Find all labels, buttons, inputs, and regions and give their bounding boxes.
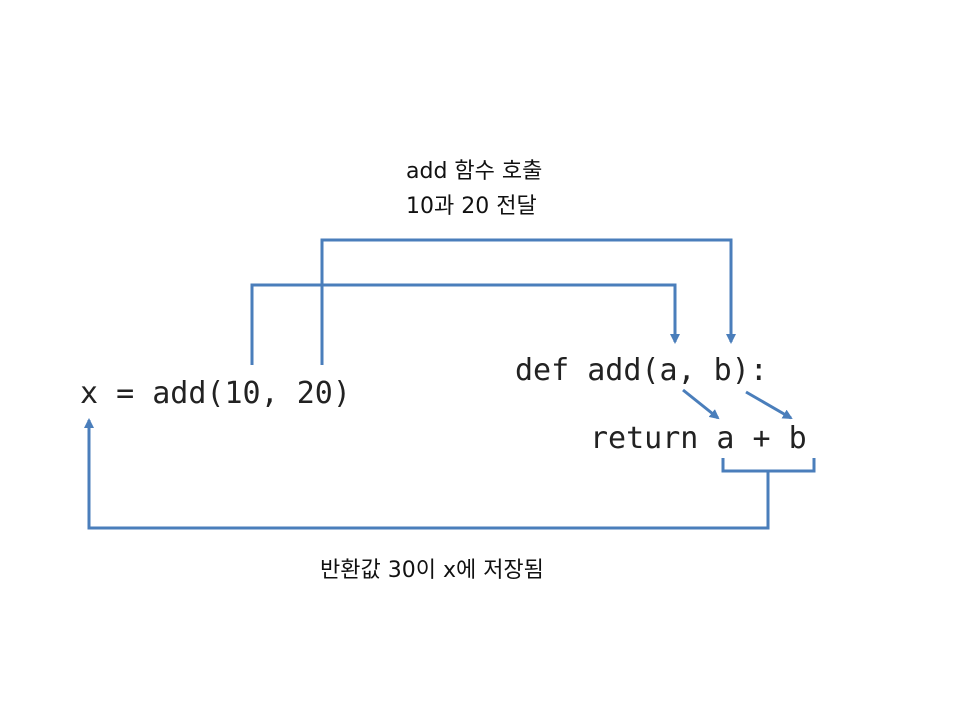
arrow-param-b-to-body bbox=[745, 390, 793, 420]
arrow-return-to-x bbox=[84, 418, 770, 530]
arrow-param-a-to-body bbox=[682, 388, 720, 420]
arrow-arg20-to-param-b bbox=[320, 238, 736, 365]
function-signature: def add(a, b): bbox=[515, 353, 768, 388]
function-body: return a + b bbox=[590, 421, 807, 456]
caller-code: x = add(10, 20) bbox=[80, 376, 351, 411]
call-note-line2: 10과 20 전달 bbox=[406, 194, 537, 219]
return-expression-bracket bbox=[721, 458, 816, 473]
return-note: 반환값 30이 x에 저장됨 bbox=[320, 558, 544, 583]
arrow-arg10-to-param-a bbox=[250, 283, 680, 365]
call-note-line1: add 함수 호출 bbox=[406, 159, 542, 184]
